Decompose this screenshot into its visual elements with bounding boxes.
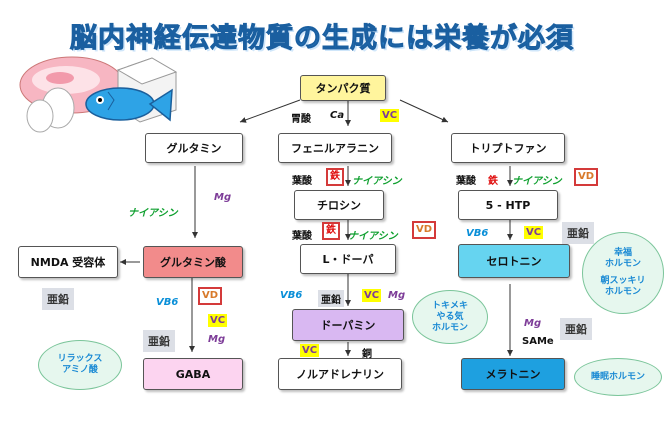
- label-mg-1: Mg: [214, 192, 232, 203]
- node-gaba: GABA: [143, 358, 243, 390]
- label-mg-2: Mg: [388, 290, 406, 301]
- node-tryptophan: トリプトファン: [451, 133, 565, 163]
- node-dopamine: ドーパミン: [292, 309, 404, 341]
- bubble-happy-morning-group: 幸福 ホルモン 朝スッキリ ホルモン: [600, 248, 645, 298]
- label-zinc-4: 亜鉛: [143, 330, 175, 352]
- label-mg-4: Mg: [524, 318, 542, 329]
- node-noradrenaline: ノルアドレナリン: [278, 358, 402, 390]
- bubble-happy-morning: 幸福 ホルモン 朝スッキリ ホルモン: [582, 232, 664, 314]
- label-iron-3: 鉄: [322, 222, 340, 240]
- label-copper: 銅: [362, 349, 372, 360]
- node-5htp: 5 - HTP: [458, 190, 558, 220]
- label-folic-3: 葉酸: [292, 231, 312, 242]
- node-ldopa: L・ドーパ: [300, 244, 396, 274]
- node-glutamic-acid: グルタミン酸: [143, 246, 243, 278]
- label-niacin-3: ナイアシン: [128, 208, 178, 219]
- bubble-morning-text: 朝スッキリ ホルモン: [600, 276, 646, 297]
- label-vc-2: VC: [524, 226, 544, 239]
- node-tyrosine: チロシン: [294, 190, 384, 220]
- label-niacin-4: ナイアシン: [348, 231, 398, 242]
- label-zinc-3: 亜鉛: [42, 288, 74, 310]
- label-vc-3: VC: [362, 289, 382, 302]
- label-vd-3: VD: [198, 287, 223, 305]
- label-vb6-3: VB6: [156, 297, 179, 308]
- node-glutamine: グルタミン: [145, 133, 243, 163]
- fish-icon: [85, 87, 173, 122]
- label-stomach-acid: 胃酸: [291, 114, 311, 125]
- egg-icon: [26, 87, 75, 133]
- page-title: 脳内神経伝達物質の生成には栄養が必須: [70, 23, 574, 55]
- label-niacin-2: ナイアシン: [512, 176, 562, 187]
- label-iron-2: 鉄: [488, 176, 498, 187]
- node-melatonin: メラトニン: [461, 358, 565, 390]
- bubble-tokimeki-text: トキメキ やる気 ホルモン: [431, 300, 468, 333]
- label-ca: Ca: [330, 110, 345, 121]
- label-zinc-5: 亜鉛: [560, 318, 592, 340]
- label-iron-1: 鉄: [326, 168, 344, 186]
- label-vc-top: VC: [380, 109, 400, 122]
- label-vb6-2: VB6: [280, 290, 303, 301]
- bubble-relax-text: リラックス アミノ酸: [57, 354, 103, 375]
- label-same: SAMe: [522, 336, 554, 347]
- label-mg-3: Mg: [208, 334, 226, 345]
- label-niacin-1: ナイアシン: [352, 176, 402, 187]
- label-folic-1: 葉酸: [292, 176, 312, 187]
- label-zinc-1: 亜鉛: [562, 222, 594, 244]
- bubble-relax: リラックス アミノ酸: [38, 340, 122, 390]
- bubble-sleep-text: 睡眠ホルモン: [590, 371, 645, 382]
- label-vd-1: VD: [574, 168, 599, 186]
- bubble-happy-text: 幸福 ホルモン: [604, 248, 641, 269]
- node-phenylalanine: フェニルアラニン: [278, 133, 392, 163]
- bubble-sleep: 睡眠ホルモン: [574, 358, 662, 396]
- label-folic-2: 葉酸: [456, 176, 476, 187]
- node-nmda: NMDA 受容体: [18, 246, 118, 278]
- bubble-tokimeki: トキメキ やる気 ホルモン: [412, 290, 488, 344]
- label-zinc-2: 亜鉛: [318, 290, 344, 307]
- node-serotonin: セロトニン: [458, 244, 570, 278]
- node-protein: タンパク質: [300, 75, 386, 101]
- label-vb6-1: VB6: [466, 228, 489, 239]
- label-vc-5: VC: [300, 344, 320, 357]
- label-vc-4: VC: [208, 314, 228, 327]
- label-vd-2: VD: [412, 221, 437, 239]
